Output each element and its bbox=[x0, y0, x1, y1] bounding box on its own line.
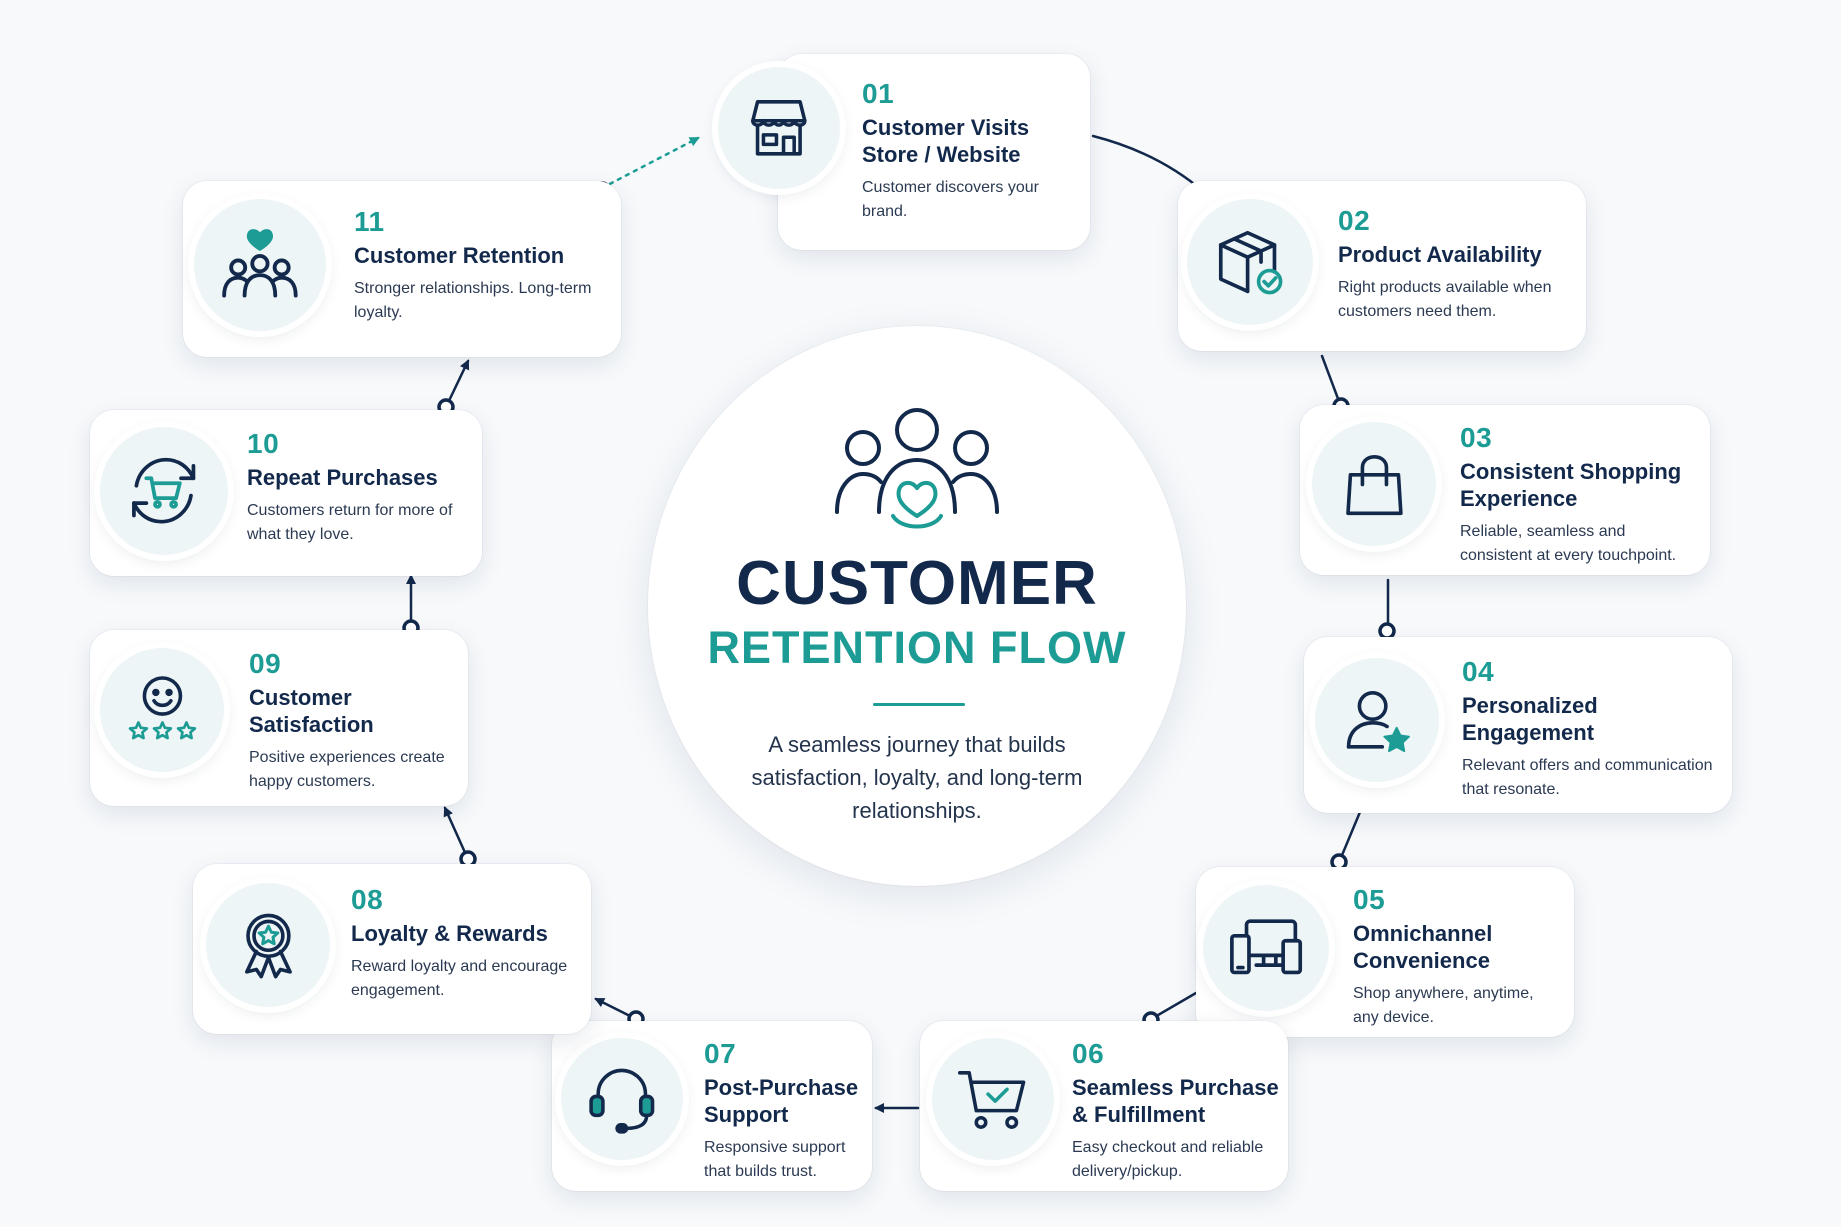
connector-node-03 bbox=[1378, 622, 1396, 640]
step-08-title: Loyalty & Rewards bbox=[351, 921, 548, 946]
box-check-icon bbox=[1187, 199, 1313, 325]
cart-check-icon bbox=[932, 1038, 1054, 1160]
smiley-stars-icon bbox=[100, 648, 224, 772]
step-01-text: 01 Customer Visits Store / Website Custo… bbox=[862, 78, 1072, 224]
step-11-text: 11 Customer Retention Stronger relations… bbox=[354, 206, 609, 325]
step-07-description: Responsive support that builds trust. bbox=[704, 1139, 846, 1180]
step-04-text: 04 Personalized Engagement Relevant offe… bbox=[1462, 656, 1722, 802]
step-10-text: 10 Repeat Purchases Customers return for… bbox=[247, 428, 477, 547]
step-06-title: Seamless Purchase & Fulfillment bbox=[1072, 1075, 1279, 1127]
award-ribbon-icon bbox=[206, 883, 330, 1007]
step-11-description: Stronger relationships. Long-term loyalt… bbox=[354, 280, 592, 321]
connector-10-to-11 bbox=[445, 359, 470, 407]
connector-05-to-06 bbox=[1151, 991, 1198, 1020]
connector-01-to-02 bbox=[1091, 134, 1206, 194]
step-09-text: 09 Customer Satisfaction Positive experi… bbox=[249, 648, 459, 794]
step-02-number: 02 bbox=[1338, 205, 1371, 236]
step-08-description: Reward loyalty and encourage engagement. bbox=[351, 958, 568, 999]
center-description: A seamless journey that builds satisfact… bbox=[751, 732, 1083, 823]
step-03-text: 03 Consistent Shopping Experience Reliab… bbox=[1460, 422, 1695, 568]
user-star-icon bbox=[1315, 658, 1439, 782]
step-09-description: Positive experiences create happy custom… bbox=[249, 749, 445, 790]
step-10-title: Repeat Purchases bbox=[247, 465, 438, 490]
page-title-line1: CUSTOMER bbox=[736, 549, 1098, 618]
step-06-description: Easy checkout and reliable delivery/pick… bbox=[1072, 1139, 1264, 1180]
headset-icon bbox=[561, 1038, 683, 1160]
step-01-title: Customer Visits Store / Website bbox=[862, 115, 1030, 167]
step-01-description: Customer discovers your brand. bbox=[862, 179, 1039, 220]
step-10-number: 10 bbox=[247, 428, 280, 459]
connector-11-to-01 bbox=[600, 136, 700, 190]
storefront-icon bbox=[718, 67, 840, 189]
title-divider bbox=[873, 703, 965, 706]
step-05-text: 05 Omnichannel Convenience Shop anywhere… bbox=[1353, 884, 1563, 1030]
connector-08-to-09 bbox=[443, 806, 469, 859]
step-01-number: 01 bbox=[862, 78, 895, 109]
step-05-number: 05 bbox=[1353, 884, 1386, 915]
step-02-title: Product Availability bbox=[1338, 242, 1542, 267]
step-09-title: Customer Satisfaction bbox=[249, 685, 374, 737]
connector-02-to-03 bbox=[1320, 354, 1342, 406]
step-07-title: Post-Purchase Support bbox=[704, 1075, 859, 1127]
step-04-title: Personalized Engagement bbox=[1462, 693, 1598, 745]
connector-04-to-05 bbox=[1338, 810, 1362, 862]
step-02-text: 02 Product Availability Right products a… bbox=[1338, 205, 1568, 324]
step-08-text: 08 Loyalty & Rewards Reward loyalty and … bbox=[351, 884, 581, 1003]
step-02-description: Right products available when customers … bbox=[1338, 279, 1552, 320]
step-07-text: 07 Post-Purchase Support Responsive supp… bbox=[704, 1038, 864, 1184]
step-03-number: 03 bbox=[1460, 422, 1493, 453]
step-08-number: 08 bbox=[351, 884, 384, 915]
step-07-number: 07 bbox=[704, 1038, 737, 1069]
page-title-line2: RETENTION FLOW bbox=[707, 622, 1127, 673]
cart-cycle-icon bbox=[100, 427, 228, 555]
step-11-title: Customer Retention bbox=[354, 243, 565, 268]
shopping-bag-icon bbox=[1312, 422, 1436, 546]
connector-07-to-08 bbox=[594, 997, 634, 1019]
step-06-number: 06 bbox=[1072, 1038, 1105, 1069]
step-05-title: Omnichannel Convenience bbox=[1353, 921, 1493, 973]
step-11-number: 11 bbox=[354, 206, 385, 237]
step-09-number: 09 bbox=[249, 648, 282, 679]
people-heart-icon bbox=[835, 408, 999, 529]
step-03-description: Reliable, seamless and consistent at eve… bbox=[1460, 523, 1677, 564]
step-10-description: Customers return for more of what they l… bbox=[247, 502, 453, 543]
center-hub: CUSTOMER RETENTION FLOW A seamless journ… bbox=[648, 326, 1186, 886]
step-06-text: 06 Seamless Purchase & Fulfillment Easy … bbox=[1072, 1038, 1282, 1184]
group-heart-icon bbox=[194, 199, 326, 331]
devices-icon bbox=[1203, 885, 1329, 1011]
step-04-number: 04 bbox=[1462, 656, 1495, 687]
step-04-description: Relevant offers and communication that r… bbox=[1462, 757, 1713, 798]
step-03-title: Consistent Shopping Experience bbox=[1460, 459, 1682, 511]
step-05-description: Shop anywhere, anytime, any device. bbox=[1353, 985, 1534, 1026]
